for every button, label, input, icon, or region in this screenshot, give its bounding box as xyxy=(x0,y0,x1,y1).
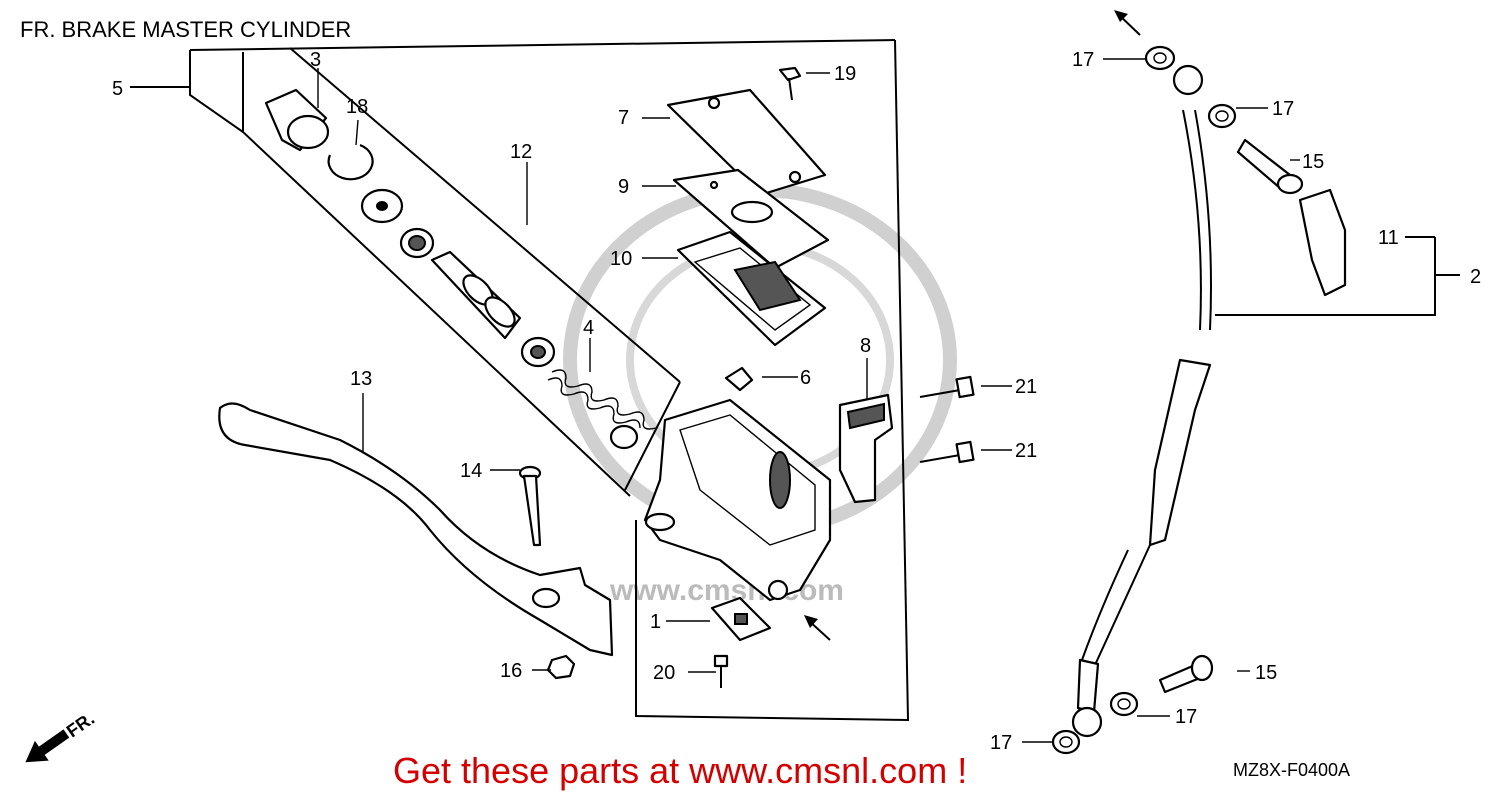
callout-10: 10 xyxy=(610,248,632,270)
spring-part xyxy=(547,369,657,430)
circlip-part xyxy=(327,143,374,181)
callout-1: 1 xyxy=(650,611,661,633)
sealing-washer-2 xyxy=(1207,103,1237,129)
callout-17-bottom-left: 17 xyxy=(990,732,1012,754)
oil-bolt-upper-part xyxy=(1236,138,1304,195)
piston-part xyxy=(430,250,522,340)
brake-switch-part xyxy=(710,596,772,642)
callout-17-bottom-right: 17 xyxy=(1175,706,1197,728)
sealing-washer-4 xyxy=(1051,729,1081,755)
diaphragm-plate-part xyxy=(672,168,830,270)
callout-14: 14 xyxy=(460,460,482,482)
spring-seat-part xyxy=(609,424,639,450)
plate-part xyxy=(724,366,754,392)
diaphragm-part xyxy=(676,230,827,347)
page-title: FR. BRAKE MASTER CYLINDER xyxy=(20,17,351,42)
leader-lines xyxy=(317,58,1300,743)
callout-20: 20 xyxy=(653,662,675,684)
pivot-nut-part xyxy=(546,654,576,680)
callout-9: 9 xyxy=(618,176,629,198)
pivot-bolt-part xyxy=(518,465,542,547)
callout-8: 8 xyxy=(860,335,871,357)
hose-bracket xyxy=(1215,236,1460,316)
diagram-code: MZ8X-F0400A xyxy=(1233,760,1350,780)
switch-screw-part xyxy=(713,654,729,688)
callout-17-top-left: 17 xyxy=(1072,49,1094,71)
callout-18: 18 xyxy=(346,96,368,118)
callout-15-lower: 15 xyxy=(1255,662,1277,684)
secondary-cup-part xyxy=(520,336,556,368)
sealing-washer-3 xyxy=(1109,691,1139,717)
reservoir-cap-part xyxy=(666,88,827,197)
holder-part xyxy=(838,393,894,504)
callout-17-top-right: 17 xyxy=(1272,98,1294,120)
callout-3: 3 xyxy=(310,49,321,71)
callout-15-upper: 15 xyxy=(1302,151,1324,173)
callout-6: 6 xyxy=(800,367,811,389)
callout-19: 19 xyxy=(834,63,856,85)
brake-lever-part xyxy=(218,402,614,657)
front-direction-icon: FR. xyxy=(25,708,98,763)
boot-part xyxy=(264,88,330,152)
assembly-frame xyxy=(130,39,910,722)
washer-part xyxy=(360,188,404,224)
oil-bolt-lower-part xyxy=(1158,654,1214,694)
reservoir-screw-part xyxy=(778,66,802,101)
primary-cup-part xyxy=(399,227,435,259)
holder-bolt-upper-part xyxy=(919,375,975,399)
callout-21-lower: 21 xyxy=(1015,440,1037,462)
holder-bolt-lower-part xyxy=(919,440,975,464)
callout-5: 5 xyxy=(112,78,123,100)
body-direction-arrow xyxy=(804,615,831,641)
sealing-washer-1 xyxy=(1144,45,1176,71)
hose-direction-arrow xyxy=(1114,10,1141,36)
callout-12: 12 xyxy=(510,141,532,163)
callout-11: 11 xyxy=(1378,227,1399,249)
callout-7: 7 xyxy=(618,107,629,129)
callout-2: 2 xyxy=(1470,266,1481,288)
footer-promo-link[interactable]: Get these parts at www.cmsnl.com ! xyxy=(393,750,967,791)
brake-hose-part xyxy=(1071,64,1212,738)
callout-21-upper: 21 xyxy=(1015,376,1037,398)
callout-4: 4 xyxy=(583,317,594,339)
master-cylinder-body xyxy=(643,398,832,602)
hose-boot-part xyxy=(1298,188,1347,297)
callout-16: 16 xyxy=(500,660,522,682)
callout-labels: 5 3 18 12 4 7 9 10 6 8 19 21 21 13 14 16… xyxy=(112,49,1481,754)
callout-13: 13 xyxy=(350,368,372,390)
